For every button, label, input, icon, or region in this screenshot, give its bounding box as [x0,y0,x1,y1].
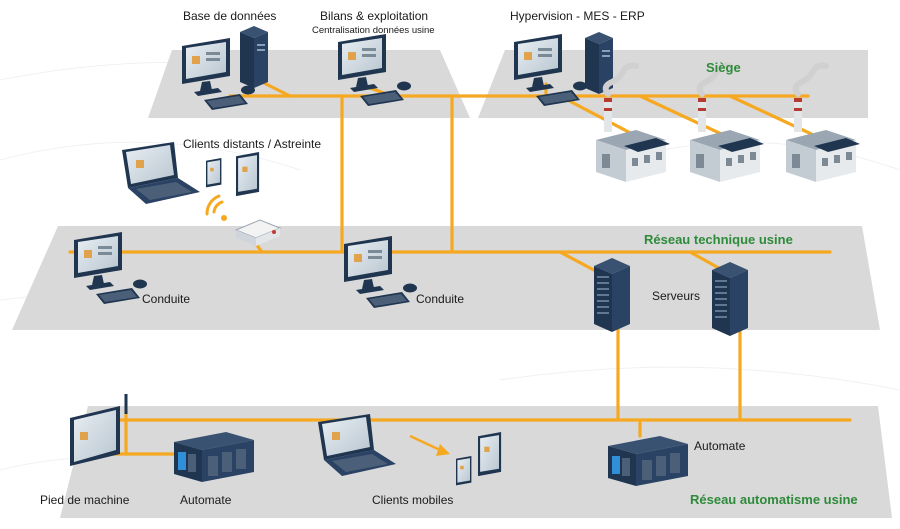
platform-automatisme [60,406,892,518]
label-pied-machine: Pied de machine [40,493,130,507]
label-clients-distants: Clients distants / Astreinte [183,137,321,151]
remote-tablet [236,152,260,197]
label-automate-2: Automate [694,439,746,453]
server-rack-1 [594,258,630,332]
mobile-tablet [478,432,502,477]
label-database: Base de données [183,9,276,23]
label-automate-1: Automate [180,493,232,507]
wifi-icon [205,194,227,221]
modem-icon [234,219,282,246]
pied-machine-panel [70,394,128,466]
label-clients-mobiles: Clients mobiles [372,493,453,507]
mobile-arrow-icon [409,434,450,456]
label-serveurs: Serveurs [652,289,700,303]
remote-laptop [122,142,200,204]
label-conduite-2: Conduite [416,292,464,306]
zone-siege: Siège [706,60,741,75]
server-rack-2 [712,262,748,336]
zone-technique: Réseau technique usine [644,232,793,247]
database-tower [240,26,268,88]
label-hypervision: Hypervision - MES - ERP [510,9,645,23]
zone-automatisme: Réseau automatisme usine [690,492,858,507]
platform-siege-right [478,50,868,118]
mobile-phone [456,456,472,486]
label-bilans: Bilans & exploitation [320,9,428,23]
label-conduite-1: Conduite [142,292,190,306]
remote-phone [206,158,222,188]
label-bilans-sub: Centralisation données usine [312,25,435,36]
